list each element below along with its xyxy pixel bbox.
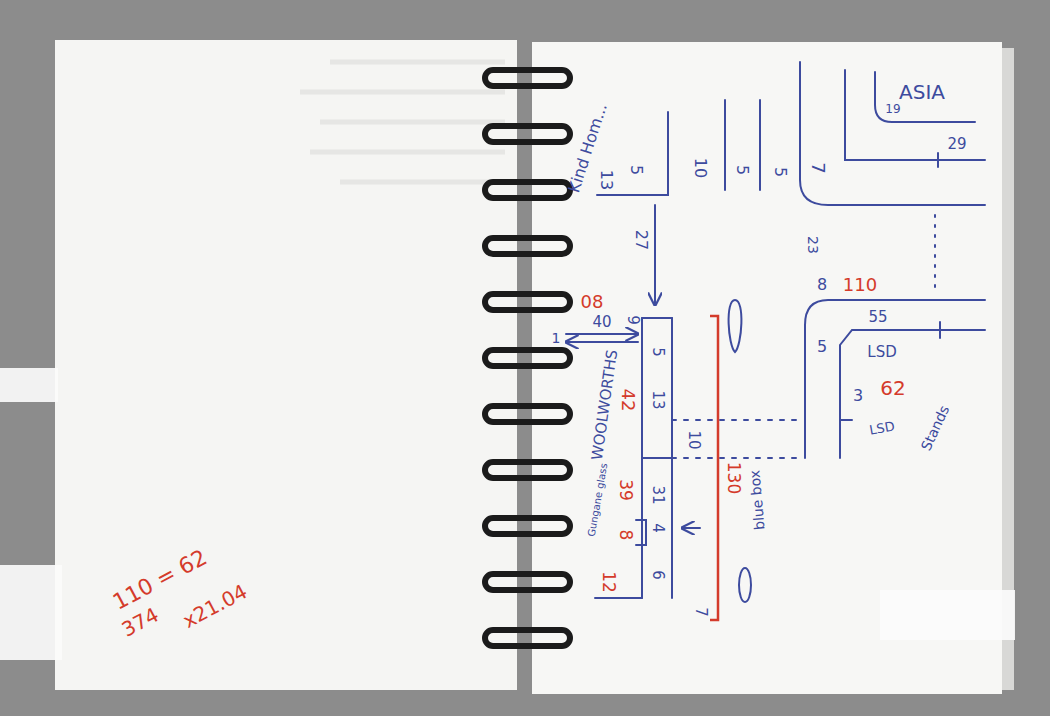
sketch-label: 9 [625,315,640,325]
spiral-binding [485,70,570,646]
sketch-label: 5 [650,347,665,357]
sketch-label: 12 [600,571,617,593]
sketch-label: 08 [581,293,604,311]
sketch-label: 3 [853,388,863,404]
sketch-label: 5 [817,339,827,355]
tape [0,368,1015,660]
sketch-label: 5 [734,165,750,175]
sketch-label: 42 [619,389,637,412]
sketch-label: 27 [633,230,649,250]
sketch-label: 62 [880,378,905,398]
sketch-label: 6 [650,570,665,580]
sketch-label: 39 [617,479,634,501]
sketch-label: 13 [650,390,665,409]
show-through [300,62,505,182]
sketch-label: 23 [806,236,820,254]
sketch-label: 19 [885,103,900,115]
sketch-label: 110 [843,276,877,294]
sketch-label: 5 [772,167,788,177]
sketch-label: LSD [867,345,896,360]
sketch-label: 1 [552,331,561,345]
sketch-label: 31 [650,485,665,504]
sketch-label: 10 [692,158,708,178]
sketch-label: 7 [693,607,708,617]
sketch-label: 8 [817,277,827,293]
sketch-label: 13 [598,170,614,190]
street-lines [566,62,985,602]
left-page [55,40,517,690]
sketch-label: 10 [686,430,701,449]
sketch-label: 29 [947,137,966,152]
sketch-label: 55 [868,310,887,325]
sketch-label: 5 [628,165,644,175]
sketch-label: 40 [592,315,611,330]
sketch-label: ASIA [899,82,945,102]
sketch-label: 8 [617,530,634,541]
red-bracket [710,316,718,620]
sketch-label: 7 [809,162,827,173]
sketch-label: 130 [725,462,742,494]
sketch-label: 4 [650,523,665,533]
